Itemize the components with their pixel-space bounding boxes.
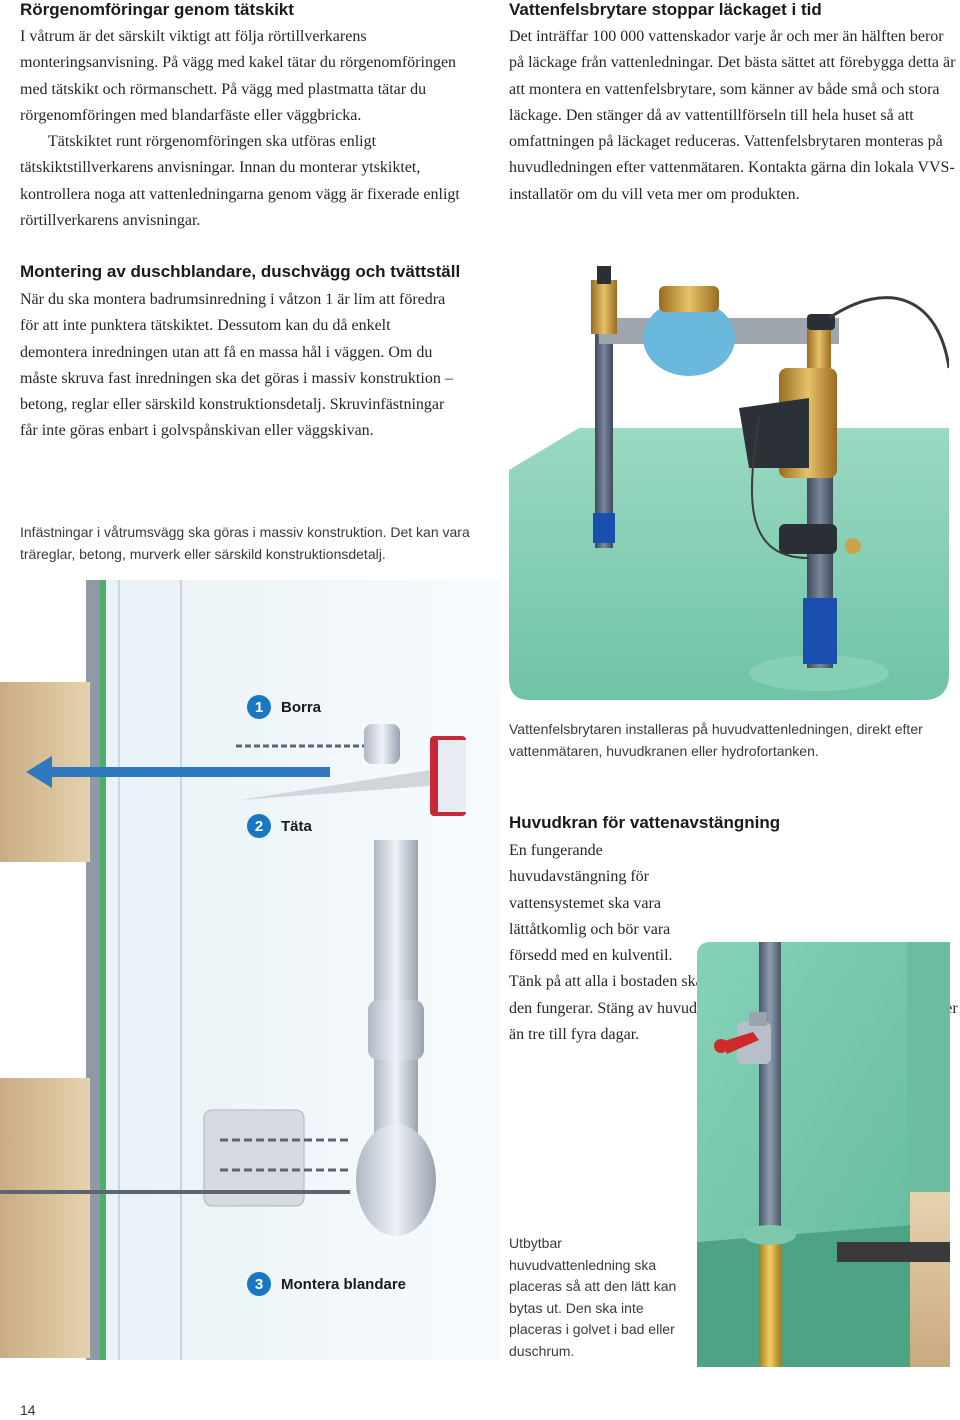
paragraph: Det inträffar 100 000 vattenskador varje… xyxy=(509,28,956,203)
step-number-badge: 2 xyxy=(247,814,271,838)
section-heading-montering: Montering av duschblandare, duschvägg oc… xyxy=(20,262,461,281)
page-number: 14 xyxy=(20,1402,36,1418)
wall-mounting-illustration xyxy=(0,580,500,1360)
step-number-badge: 1 xyxy=(247,695,271,719)
section-heading-huvudkran: Huvudkran för vattenavstängning xyxy=(509,813,781,832)
step-label: Montera blandare xyxy=(281,1275,407,1293)
section-heading-tatskikt: Rörgenomföringar genom tätskikt xyxy=(20,0,294,19)
text-wrap-spacer xyxy=(705,838,959,950)
paragraph: När du ska montera badrumsinredning i vå… xyxy=(20,291,453,440)
section-body-vattenfelsbrytare: Det inträffar 100 000 vattenskador varje… xyxy=(509,24,957,208)
step-number-badge: 3 xyxy=(247,1272,271,1296)
step-3: 3 Montera blandare xyxy=(247,1272,406,1296)
figure-caption-montering: Infästningar i våtrumsvägg ska göras i m… xyxy=(20,524,470,562)
vattenfelsbrytare-illustration xyxy=(509,258,951,700)
image-caption-huvudkran: Utbytbar huvudvattenledning ska placeras… xyxy=(509,1235,677,1359)
paragraph: I våtrum är det särskilt viktigt att föl… xyxy=(20,28,457,124)
section-body-tatskikt: I våtrum är det särskilt viktigt att föl… xyxy=(20,24,478,234)
step-label: Borra xyxy=(281,698,322,716)
step-1: 1 Borra xyxy=(247,695,321,719)
paragraph: Tätskiktet runt rörgenomföringen ska utf… xyxy=(20,133,460,230)
section-body-montering: När du ska montera badrumsinredning i vå… xyxy=(20,287,460,445)
image-caption-vattenfelsbrytare: Vattenfelsbrytaren installeras på huvudv… xyxy=(509,721,923,759)
step-2: 2 Täta xyxy=(247,814,312,838)
section-heading-vattenfelsbrytare: Vattenfelsbrytare stoppar läckaget i tid xyxy=(509,0,822,19)
huvudkran-illustration xyxy=(697,942,950,1367)
step-label: Täta xyxy=(281,817,312,835)
